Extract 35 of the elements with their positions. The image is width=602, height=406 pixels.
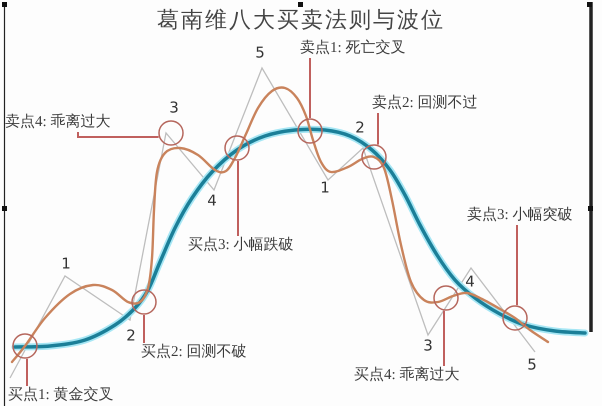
wave-number: 5 (255, 44, 265, 62)
callout-label: 卖点3: 小幅突破 (467, 207, 572, 224)
highlight-circle (131, 289, 157, 315)
wave-number: 3 (423, 338, 433, 354)
leader-line (443, 310, 445, 366)
leader-line (26, 358, 28, 386)
leader-line (377, 113, 379, 145)
highlight-circle (361, 144, 387, 170)
callout-label: 买点1: 黄金交叉 (8, 387, 114, 404)
leader-line (143, 315, 145, 343)
wave-number: 2 (126, 328, 136, 344)
leader-line (237, 160, 239, 236)
wave-number: 5 (527, 356, 537, 374)
title: 葛南维八大买卖法则与波位 (157, 6, 445, 33)
callout-label: 买点4: 乖离过大 (354, 367, 460, 384)
leader-line (77, 132, 159, 138)
leader-line (309, 58, 311, 118)
callout-label: 买点2: 回测不破 (141, 344, 246, 361)
highlight-circle (297, 118, 323, 144)
callout-label: 卖点1: 死亡交叉 (300, 40, 406, 57)
callout-label: 买点3: 小幅跌破 (188, 237, 294, 254)
wave-number: 1 (61, 256, 71, 272)
highlight-circle (224, 135, 250, 161)
highlight-circle (12, 333, 38, 359)
wave-number: 3 (169, 100, 179, 116)
leader-line (516, 225, 518, 306)
callout-label: 卖点4: 乖离过大 (5, 114, 110, 131)
highlight-circle (502, 305, 528, 331)
wave-number: 2 (355, 120, 365, 136)
callout-label: 卖点2: 回测不过 (372, 95, 478, 112)
wave-number: 4 (207, 192, 217, 210)
highlight-circle (433, 285, 459, 311)
wave-number: 4 (465, 274, 475, 290)
wave-number: 1 (320, 180, 330, 196)
highlight-circle (158, 120, 184, 146)
